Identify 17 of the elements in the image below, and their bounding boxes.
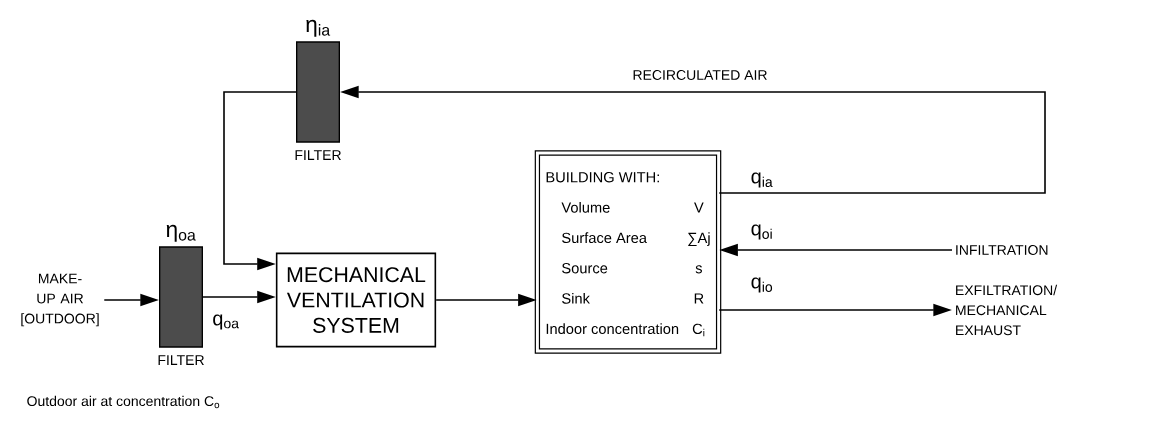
filter-box — [296, 41, 340, 143]
filter-label: FILTER — [158, 355, 204, 365]
note-text: Outdoor air at concentration C$_{o}$ — [27, 395, 220, 409]
flow-symbol: q$_{ia}$ — [751, 172, 773, 188]
edge-label: q$_{oa}$ — [211, 313, 241, 331]
flow-label: EXFILTRATION/ MECHANICAL EXHAUST — [956, 284, 1058, 336]
edge-label: q$_{io}$ — [749, 276, 775, 294]
flow-label: INFILTRATION — [956, 245, 1048, 255]
flow-label: MAKE-UP AIR [OUTDOOR] — [21, 273, 99, 327]
filter-box — [159, 246, 203, 348]
efficiency-symbol: η$_{ia}$ — [306, 19, 331, 37]
building-box: BUILDING WITH: Volume V Surface Area ∑Aj Source s Sink R Indoor concentration C$_{i}$ — [534, 150, 722, 354]
edge-label: q$_{oi}$ — [749, 223, 775, 241]
edge-label: RECIRCULATED AIR — [631, 68, 769, 82]
efficiency-symbol: η$_{oa}$ — [166, 224, 196, 242]
filter-label: FILTER — [295, 150, 341, 160]
process-box: MECHANICAL VENTILATION SYSTEM — [275, 252, 437, 348]
